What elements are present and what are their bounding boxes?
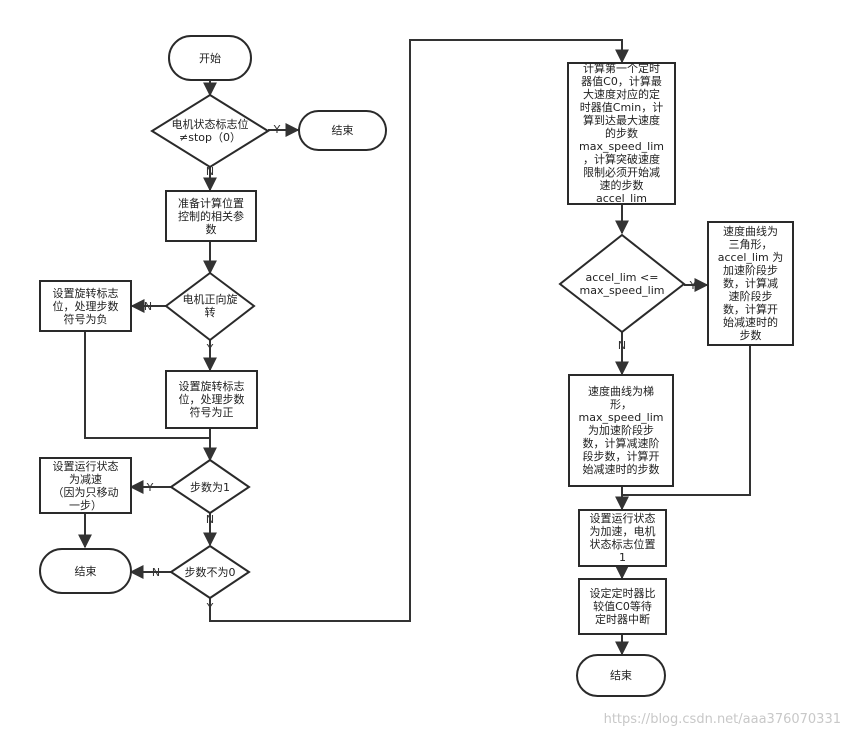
set-decelerate-label: 设置运行状态 为减速 （因为只移动 一步） [52,459,119,512]
accel-limit-check-decision [558,233,686,334]
steps-nonzero-check-label: 步数不为0 [184,565,236,579]
edge-neg-to-merge [84,331,210,439]
start-terminal [168,35,252,81]
label-accel-no: N [618,339,626,352]
label-stop-no: N [206,165,214,178]
accel-limit-check-label: accel_lim <= max_speed_lim [579,271,665,297]
set-decelerate-process [39,457,132,514]
end-top-label: 结束 [331,124,354,137]
end-left-label: 结束 [74,564,97,578]
set-accelerate-label: 设置运行状态 为加速，电机 状态标志位置 1 [589,512,656,564]
set-negative-process [39,280,132,332]
stop-check-label: 电机状态标志位 ≠stop（0） [171,118,249,144]
prepare-label: 准备计算位置 控制的相关参 数 [178,196,244,236]
steps-one-check-decision [169,458,251,515]
trapezoid-profile-label: 速度曲线为梯 形， max_speed_lim 为加速阶段步 数，计算减速阶 段… [578,385,664,476]
calc-label: 计算第一个定时 器值C0，计算最 大速度对应的定 时器值Cmin，计 算到达最大… [578,62,665,205]
set-negative-label: 设置旋转标志 位，处理步数 符号为负 [52,286,119,326]
end-right-label: 结束 [610,669,632,682]
label-accel-yes: Y [689,279,697,292]
steps-one-check-label: 步数为1 [190,480,230,494]
prepare-process [165,190,257,242]
direction-check-decision [164,271,256,342]
stop-check-decision [150,93,270,169]
set-timer-label: 设定定时器比 较值C0等待 定时器中断 [589,587,656,626]
calc-process [567,62,676,205]
set-accelerate-process [578,509,667,567]
trapezoid-profile-process [568,374,674,487]
edge-triangle-to-set-accel [622,345,751,496]
nodes [39,35,794,697]
watermark: https://blog.csdn.net/aaa376070331 [603,712,841,727]
label-nonzero-yes: Y [206,601,214,614]
start-label: 开始 [199,51,221,65]
steps-nonzero-check-decision [169,544,251,600]
label-stop-yes: Y [273,123,281,136]
label-nonzero-no: N [152,566,160,579]
label-steps1-yes: Y [146,481,154,494]
label-steps1-no: N [206,513,214,526]
edge-nonzero-yes-to-calc [209,39,629,622]
triangle-profile-process [707,221,794,346]
set-positive-label: 设置旋转标志 位，处理步数 符号为正 [178,380,245,419]
triangle-profile-label: 速度曲线为 三角形， accel_lim 为 加速阶段步 数，计算减 速阶段步 … [717,225,784,342]
label-dir-no: N [144,300,152,313]
end-top-terminal [298,110,387,151]
end-right-terminal [576,654,666,697]
direction-check-label: 电机正向旋 转 [182,293,238,319]
edges [78,39,751,656]
label-dir-yes: Y [206,342,214,355]
edge-labels: Y N N Y Y N N Y Y N [144,123,697,614]
end-left-terminal [39,548,132,594]
set-timer-process [578,578,667,635]
set-positive-process [165,370,258,429]
